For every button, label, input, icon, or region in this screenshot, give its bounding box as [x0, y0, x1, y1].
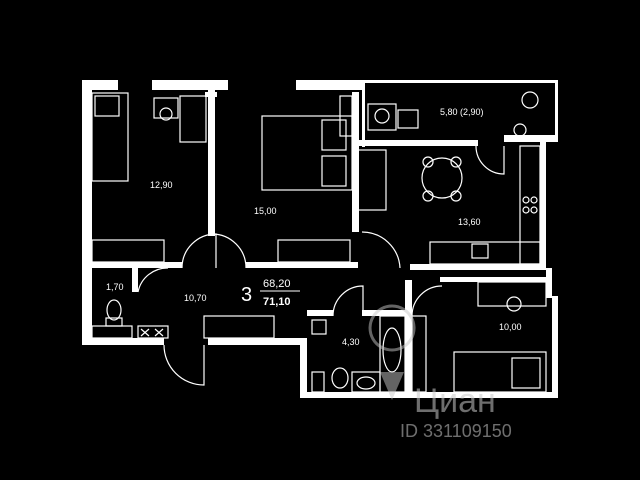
watermark-brand: Циан	[414, 382, 496, 420]
watermark: Циан ID 331109150	[368, 304, 512, 441]
total-area: 71,10	[263, 296, 291, 308]
room-area-label: 12,90	[150, 180, 173, 190]
living-area: 68,20	[263, 278, 291, 290]
room-area-label: 15,00	[254, 206, 277, 216]
furniture	[91, 91, 547, 393]
cian-logo-icon	[368, 304, 416, 400]
room-area-label: 1,70	[106, 282, 124, 292]
rooms-count: 3	[241, 284, 252, 306]
room-labels: 12,90 15,00 5,80 (2,90) 13,60 1,70 10,70…	[106, 107, 522, 347]
room-area-label: 5,80 (2,90)	[440, 107, 484, 117]
room-area-label: 10,00	[499, 322, 522, 332]
watermark-id: ID 331109150	[400, 421, 512, 441]
room-area-label: 4,30	[342, 337, 360, 347]
room-area-label: 13,60	[458, 217, 481, 227]
area-badge: 3 68,20 71,10	[238, 272, 304, 312]
room-area-label: 10,70	[184, 293, 207, 303]
walls	[82, 80, 558, 398]
